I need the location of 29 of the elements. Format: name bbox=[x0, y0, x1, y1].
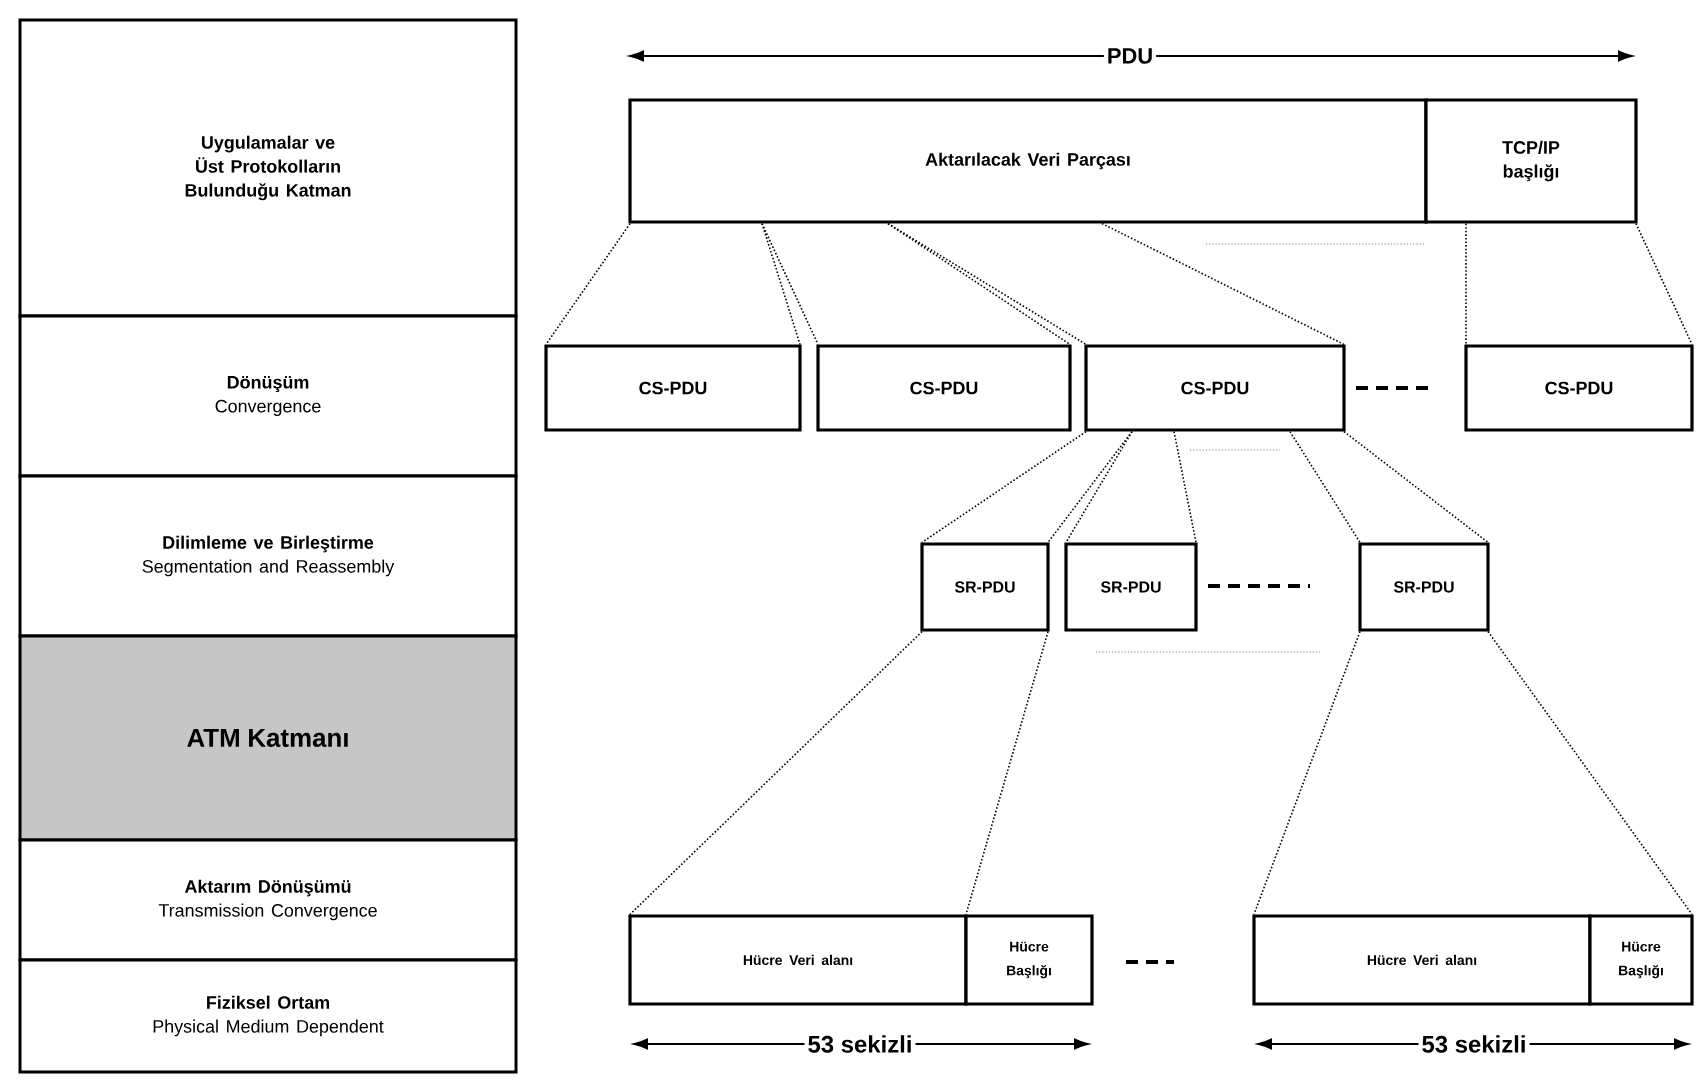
pdu-box: CS-PDU bbox=[544, 344, 802, 432]
connector-line bbox=[1465, 222, 1467, 346]
layer-box: Dilimleme ve Birleştirme Segmentation and Reassembly bbox=[18, 474, 518, 638]
connector-line bbox=[1253, 630, 1361, 916]
connector-line bbox=[1173, 430, 1197, 544]
dimension-label: 53 sekizli bbox=[804, 1032, 916, 1056]
layer-box: Dönüşüm Convergence bbox=[18, 314, 518, 478]
dimension-label: 53 sekizli bbox=[1418, 1032, 1530, 1056]
connector-line bbox=[1343, 430, 1489, 544]
pdu-box: CS-PDU bbox=[1084, 344, 1346, 432]
layer-box: Fiziksel Ortam Physical Medium Dependent bbox=[18, 958, 518, 1074]
connector-line bbox=[1065, 430, 1133, 544]
connector-line bbox=[629, 630, 923, 916]
header-field-box: TCP/IP başlığı bbox=[1424, 98, 1638, 224]
connector-line bbox=[761, 222, 801, 346]
pdu-box: CS-PDU bbox=[1464, 344, 1694, 432]
connector-line bbox=[965, 630, 1049, 916]
layer-box: Aktarım Dönüşümü Transmission Convergence bbox=[18, 838, 518, 962]
connector-line bbox=[921, 430, 1087, 544]
connector-line bbox=[1289, 430, 1361, 544]
layer-box: ATM Katmanı bbox=[18, 634, 518, 842]
connector-line bbox=[761, 222, 819, 346]
connector-line bbox=[1635, 222, 1693, 346]
connector-line bbox=[545, 222, 631, 346]
dimension-label: PDU bbox=[1103, 45, 1157, 67]
connector-line bbox=[1101, 222, 1345, 346]
connector-line bbox=[1487, 630, 1693, 916]
pdu-box: CS-PDU bbox=[816, 344, 1072, 432]
layer-box: Uygulamalar ve Üst Protokolların Bulunduğu Katman bbox=[18, 18, 518, 318]
